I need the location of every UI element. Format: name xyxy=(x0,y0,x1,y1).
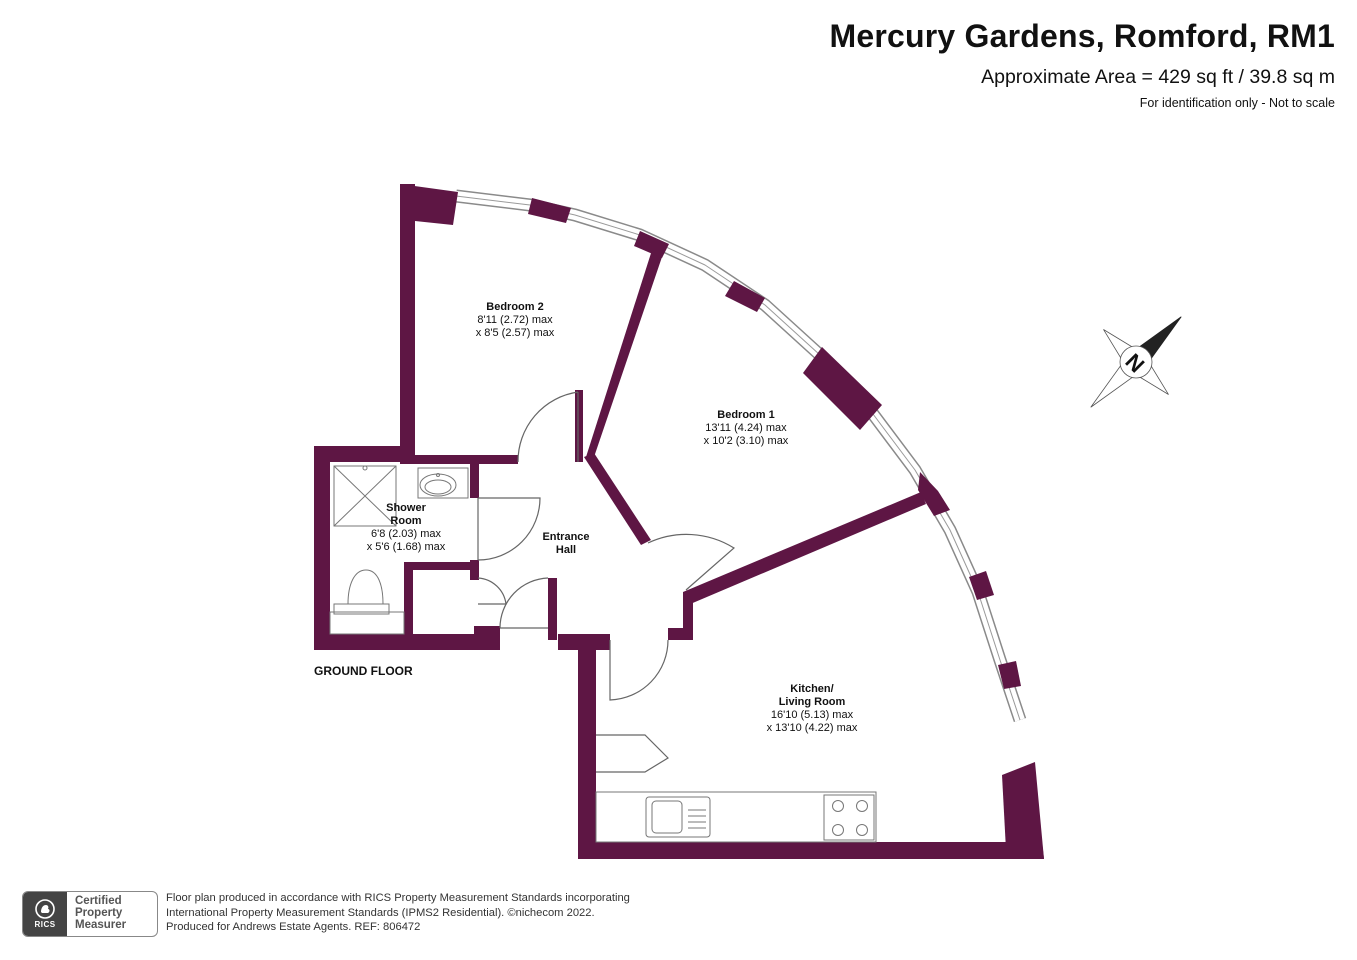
hob xyxy=(823,794,875,841)
kitchen-dim1: 16'10 (5.13) max xyxy=(771,709,854,721)
footer-line-2: International Property Measurement Stand… xyxy=(166,906,595,919)
badge-line-2: Property xyxy=(75,907,123,919)
shower-name-1: Shower xyxy=(386,502,426,514)
wall-cupboard-top xyxy=(404,562,479,570)
rics-logo-text: RICS xyxy=(34,920,56,929)
kitchen-counter xyxy=(595,791,877,843)
wall-bedroom-divider xyxy=(586,250,663,460)
wall-bedroom2-west xyxy=(400,184,415,464)
rics-badge: RICS Certified Property Measurer xyxy=(22,891,158,937)
badge-line-1: Certified xyxy=(75,895,122,907)
label-bedroom2: Bedroom 2 8'11 (2.72) max x 8'5 (2.57) m… xyxy=(476,301,555,339)
bedroom2-dim2: x 8'5 (2.57) max xyxy=(476,327,555,339)
facade-window-band xyxy=(455,189,1027,723)
door-bedroom2 xyxy=(517,391,579,463)
kitchen-fixtures xyxy=(595,791,877,843)
hob-ring-2 xyxy=(856,800,868,812)
wall-cupboard-west xyxy=(404,562,413,637)
doors xyxy=(477,391,736,773)
wall-shower-east-upper xyxy=(470,455,479,498)
label-hall: Entrance Hall xyxy=(542,531,589,556)
wall-hall-south-stub xyxy=(548,578,557,640)
scale-note: For identification only - Not to scale xyxy=(1139,96,1335,110)
basin-tap xyxy=(436,473,440,477)
hob-ring-3 xyxy=(832,824,844,836)
wall-bedroom1-hall xyxy=(584,453,651,545)
door-kitchen-cupboard xyxy=(596,734,669,773)
bedroom1-dim2: x 10'2 (3.10) max xyxy=(704,435,789,447)
wall-kitchen-divider-stub xyxy=(683,592,693,640)
door-kitchen xyxy=(609,639,669,701)
bedroom2-name: Bedroom 2 xyxy=(486,301,543,313)
wall-kitchen-divider-foot xyxy=(668,628,693,640)
facade-pier-5 xyxy=(969,571,994,600)
bedroom1-dim1: 13'11 (4.24) max xyxy=(705,422,787,434)
shower-tray-diagonals xyxy=(333,465,397,527)
wall-kitchen-divider xyxy=(683,492,926,605)
facade-pier-3 xyxy=(725,281,765,312)
wall-kitchen-south xyxy=(578,842,1044,859)
compass-icon xyxy=(1090,316,1182,408)
badge-line-3: Measurer xyxy=(75,919,127,931)
wall-cupboard-right xyxy=(474,626,500,638)
sink-drainer xyxy=(688,809,706,829)
toilet-bowl xyxy=(347,569,384,605)
hall-name-1: Entrance xyxy=(542,531,589,543)
wall-bedroom-door-stub xyxy=(575,390,583,462)
hob-ring-1 xyxy=(832,800,844,812)
footer-disclaimer: Floor plan produced in accordance with R… xyxy=(166,891,630,935)
door-cupboard xyxy=(499,577,549,629)
shower-fixtures xyxy=(329,465,469,635)
hob-ring-4 xyxy=(856,824,868,836)
rics-cert-text: Certified Property Measurer xyxy=(67,892,126,936)
basin-counter xyxy=(417,467,469,499)
wall-shower-north xyxy=(400,455,518,464)
bedroom1-name: Bedroom 1 xyxy=(717,409,774,421)
door-cupboard-small xyxy=(477,577,507,605)
footer-line-3: Produced for Andrews Estate Agents. REF:… xyxy=(166,921,421,933)
bedroom2-dim1: 8'11 (2.72) max xyxy=(477,314,553,326)
facade-pier-2 xyxy=(634,231,669,258)
page-title: Mercury Gardens, Romford, RM1 xyxy=(829,18,1335,54)
door-bedroom1 xyxy=(647,533,736,591)
area-summary: Approximate Area = 429 sq ft / 39.8 sq m xyxy=(981,66,1335,88)
facade-pier-4 xyxy=(918,472,950,516)
facade-pier-1 xyxy=(528,198,571,223)
shower-room-floor-edge xyxy=(329,611,405,635)
facade-pier-6 xyxy=(998,661,1021,689)
rics-logo: RICS xyxy=(23,892,67,936)
label-kitchen: Kitchen/ Living Room 16'10 (5.13) max x … xyxy=(767,683,858,734)
sink xyxy=(645,796,711,838)
hall-name-2: Hall xyxy=(556,544,576,556)
facade-pier-column xyxy=(803,347,882,430)
wall-kitchen-east xyxy=(1002,762,1044,859)
sink-bowl xyxy=(651,800,683,834)
shower-name-2: Room xyxy=(390,515,421,527)
kitchen-name-2: Living Room xyxy=(779,696,846,708)
facade-window-glass xyxy=(455,191,1025,722)
door-shower xyxy=(477,497,541,561)
shower-dim1: 6'8 (2.03) max xyxy=(371,528,441,540)
walls xyxy=(314,184,1044,859)
footer-line-1: Floor plan produced in accordance with R… xyxy=(166,892,630,904)
shower-drain xyxy=(362,465,368,471)
wall-kitchen-west xyxy=(578,634,596,859)
kitchen-name-1: Kitchen/ xyxy=(790,683,833,695)
kitchen-dim2: x 13'10 (4.22) max xyxy=(767,722,858,734)
label-shower: Shower Room 6'8 (2.03) max x 5'6 (1.68) … xyxy=(367,502,446,553)
facade-window-mullion xyxy=(455,195,1021,721)
floor-label: GROUND FLOOR xyxy=(314,664,413,678)
label-bedroom1: Bedroom 1 13'11 (4.24) max x 10'2 (3.10)… xyxy=(704,409,789,447)
basin-bowl xyxy=(424,479,452,495)
lion-crest-icon xyxy=(35,899,55,919)
shower-dim2: x 5'6 (1.68) max xyxy=(367,541,446,553)
